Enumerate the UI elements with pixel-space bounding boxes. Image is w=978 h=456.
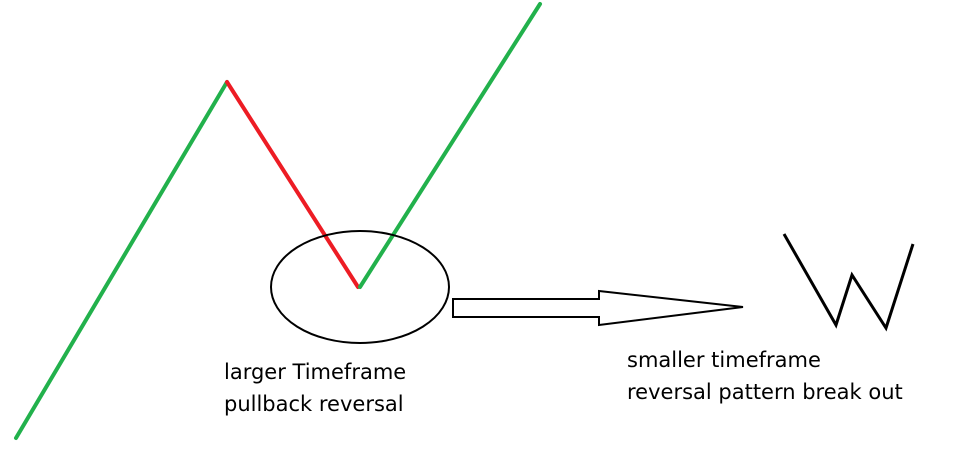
- w-reversal-pattern: [782, 233, 915, 332]
- larger-timeframe-caption: larger Timeframe pullback reversal: [224, 356, 406, 420]
- zoom-arrow: [452, 289, 744, 327]
- impulse-up-leg: [14, 80, 229, 440]
- reversal-highlight-ellipse: [270, 230, 450, 344]
- larger-caption-line1: larger Timeframe: [224, 360, 407, 384]
- smaller-caption-line2: reversal pattern break out: [627, 380, 903, 404]
- smaller-caption-line1: smaller timeframe: [627, 348, 821, 372]
- smaller-timeframe-caption: smaller timeframe reversal pattern break…: [627, 344, 903, 408]
- larger-caption-line2: pullback reversal: [224, 392, 404, 416]
- continuation-up-leg: [358, 2, 542, 289]
- pullback-down-leg: [225, 80, 360, 289]
